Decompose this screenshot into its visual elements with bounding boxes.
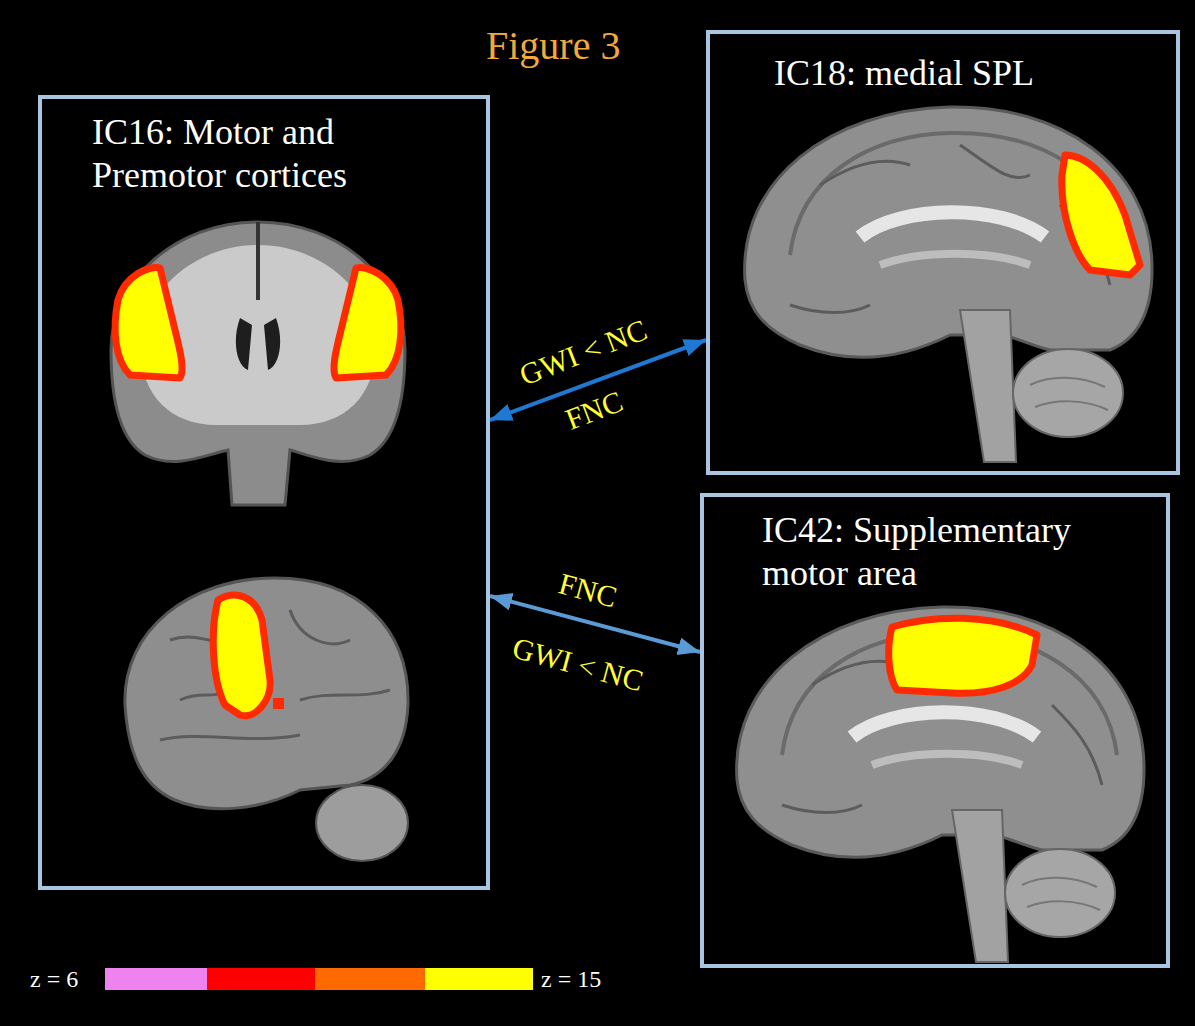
activation-spot: [273, 698, 284, 709]
color-bar-segment: [105, 968, 207, 990]
coronal-brain: [111, 222, 405, 505]
figure-title: Figure 3: [486, 22, 620, 70]
color-bar-segment: [207, 968, 315, 990]
brain-outline: [111, 222, 405, 505]
component-panel: IC18: medial SPL: [706, 30, 1180, 475]
panel-heading: IC16: Motor and Premotor cortices: [92, 111, 432, 197]
edge-note: FNC: [556, 567, 621, 614]
medial-brain: [745, 107, 1152, 462]
midline-fissure: [256, 222, 260, 300]
edge-label: GWI < NC: [509, 631, 647, 697]
ventricles: [236, 318, 280, 370]
medial-brain: [737, 607, 1144, 962]
edge-label: GWI < NC: [515, 313, 652, 392]
cerebellum: [316, 785, 408, 861]
activation-blob: [889, 618, 1037, 693]
panel-heading: IC42: Supplementary motor area: [762, 509, 1152, 595]
brain-outline: [125, 578, 408, 809]
scale-label: z = 6: [30, 966, 78, 992]
sulci: [160, 610, 390, 740]
component-panel: IC16: Motor and Premotor cortices: [38, 95, 490, 890]
color-bar: [105, 968, 533, 990]
activation-blob: [1062, 155, 1140, 275]
component-panel: IC42: Supplementary motor area: [700, 493, 1170, 968]
color-bar-segment: [315, 968, 425, 990]
color-bar-segment: [425, 968, 533, 990]
activation-blob: [334, 267, 401, 378]
lateral-brain: [125, 578, 408, 861]
activation-blob: [213, 595, 270, 716]
activation-blob: [115, 267, 182, 378]
scale-label: z = 15: [541, 966, 601, 992]
panel-heading: IC18: medial SPL: [774, 52, 1174, 95]
